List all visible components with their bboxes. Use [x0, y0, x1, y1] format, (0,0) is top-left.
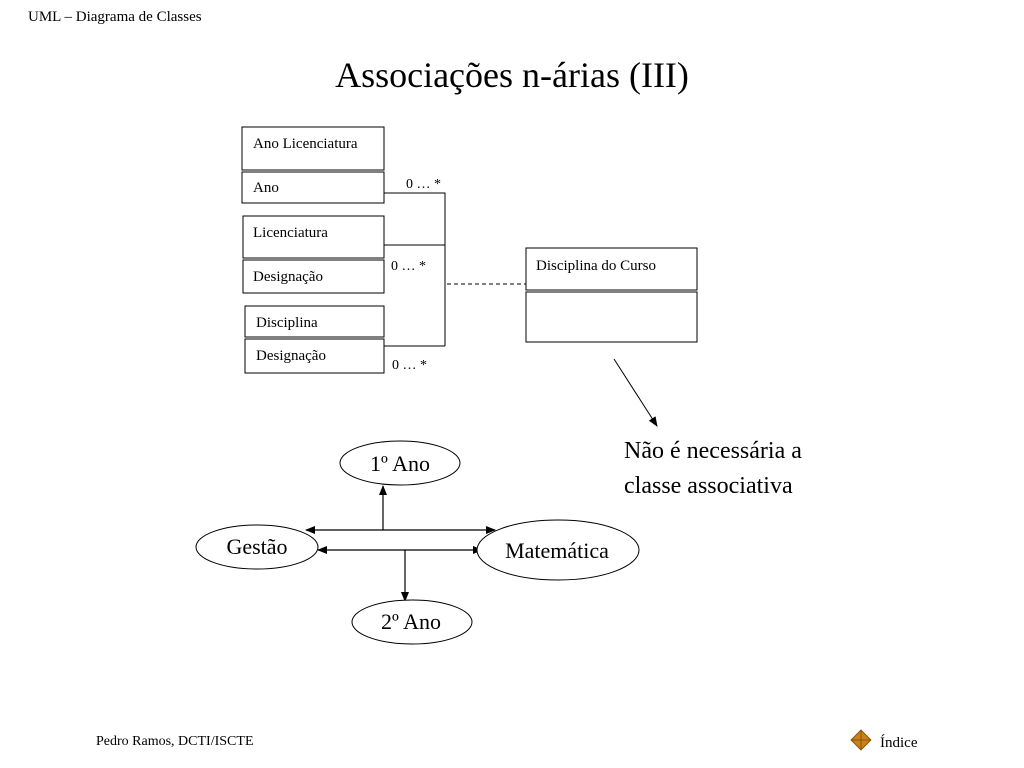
course-title: UML – Diagrama de Classes [28, 9, 202, 25]
class-name: Ano Licenciatura [253, 136, 358, 152]
note-line-1: Não é necessária a [624, 438, 802, 464]
page-title: Associações n-árias (III) [335, 55, 689, 95]
node-gestao: Gestão [195, 524, 319, 570]
multiplicity-licenciatura: 0 … * [391, 259, 426, 274]
class-name-compartment [244, 305, 385, 338]
node-label: 2º Ano [381, 609, 441, 634]
class-attribute-compartment [241, 171, 385, 204]
class-name-compartment [241, 126, 385, 171]
class-name-compartment [242, 215, 385, 259]
class-name: Disciplina [256, 315, 318, 331]
association-line-ano [384, 192, 446, 346]
class-name: Disciplina do Curso [536, 258, 656, 274]
class-attribute: Designação [253, 269, 323, 285]
node-label: Matemática [505, 538, 609, 563]
class-attribute: Ano [253, 180, 279, 196]
class-licenciatura: Licenciatura Designação [242, 215, 385, 294]
index-link[interactable]: Índice [850, 729, 918, 751]
node-label: Gestão [226, 534, 287, 559]
node-matematica: Matemática [476, 519, 640, 581]
class-attribute-compartment [244, 338, 385, 374]
node-label: 1º Ano [370, 451, 430, 476]
class-name-compartment [525, 247, 698, 291]
nary-association [384, 192, 526, 347]
note-line-2: classe associativa [624, 473, 793, 499]
class-attribute-compartment [242, 259, 385, 294]
class-attribute: Designação [256, 348, 326, 364]
class-disciplina: Disciplina Designação [244, 305, 385, 374]
footer-author: Pedro Ramos, DCTI/ISCTE [96, 734, 254, 749]
node-ano2: 2º Ano [351, 599, 473, 645]
multiplicity-disciplina: 0 … * [392, 358, 427, 373]
note-arrow [613, 358, 658, 427]
node-ano1: 1º Ano [339, 440, 461, 486]
class-ano-licenciatura: Ano Licenciatura Ano [241, 126, 385, 204]
class-attribute-compartment [525, 291, 698, 343]
diamond-icon[interactable] [850, 729, 872, 751]
instance-diagram: 1º Ano Gestão Matemática 2º Ano [195, 440, 640, 645]
index-link-label[interactable]: Índice [880, 734, 918, 751]
class-disciplina-do-curso: Disciplina do Curso [525, 247, 698, 343]
class-name: Licenciatura [253, 225, 328, 241]
multiplicity-ano: 0 … * [406, 177, 441, 192]
